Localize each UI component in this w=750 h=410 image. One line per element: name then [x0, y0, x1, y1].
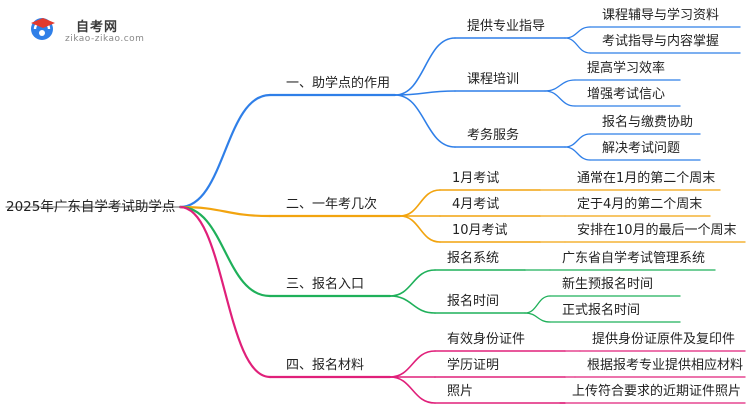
- leaf-line-1-2-2: [544, 90, 576, 107]
- branch-line-4: [178, 205, 272, 379]
- branch-line-3: [178, 205, 272, 298]
- logo: 自考网 zikao-zikao.com: [10, 10, 160, 56]
- sub-line-3-2: [389, 295, 436, 314]
- sub-line-1-1: [394, 37, 456, 96]
- sub-line-3-1: [389, 269, 436, 297]
- leaf-label-2-2-1: 定于4月的第二个周末: [577, 197, 703, 212]
- sub-label-2-1: 1月考试: [452, 171, 500, 186]
- leaf-label-1-1-1: 课程辅导与学习资料: [602, 8, 720, 23]
- sub-line-4-3: [389, 376, 436, 404]
- sub-label-4-1: 有效身份证件: [447, 332, 526, 347]
- sub-label-4-2: 学历证明: [447, 358, 500, 373]
- sub-label-2-2: 4月考试: [452, 197, 500, 212]
- leaf-line-1-1-1: [564, 26, 591, 39]
- sub-label-3-1: 报名系统: [447, 251, 500, 266]
- leaf-label-1-3-1: 报名与缴费协助: [602, 115, 694, 130]
- branch-label-1: 一、助学点的作用: [286, 76, 391, 91]
- leaf-label-3-1-1: 广东省自学考试管理系统: [562, 251, 706, 266]
- leaf-label-1-1-2: 考试指导与内容掌握: [602, 34, 720, 49]
- leaf-line-3-2-2: [524, 312, 551, 323]
- leaf-label-3-2-2: 正式报名时间: [562, 303, 641, 318]
- branch-label-3: 三、报名入口: [286, 277, 365, 292]
- sub-label-1-1: 提供专业指导: [467, 19, 546, 34]
- branch-label-2: 二、一年考几次: [286, 197, 378, 212]
- root-node: 2025年广东自学考试助学点: [6, 199, 176, 215]
- sub-label-3-2: 报名时间: [447, 294, 500, 309]
- leaf-line-3-2-1: [524, 295, 551, 314]
- leaf-label-1-3-2: 解决考试问题: [602, 141, 681, 156]
- leaf-label-4-1-1: 提供身份证原件及复印件: [592, 332, 736, 347]
- sub-line-2-1: [399, 189, 441, 217]
- sub-label-4-3: 照片: [447, 384, 474, 399]
- sub-label-2-3: 10月考试: [452, 223, 508, 238]
- leaf-label-1-2-2: 增强考试信心: [587, 87, 666, 102]
- branch-line-1: [178, 93, 272, 209]
- sub-label-1-3: 考务服务: [467, 128, 520, 143]
- logo-name: 自考网: [76, 20, 119, 35]
- sub-label-1-2: 课程培训: [467, 72, 520, 87]
- branch-label-4: 四、报名材料: [286, 358, 365, 373]
- sub-line-4-1: [389, 350, 436, 378]
- sub-line-2-3: [399, 215, 441, 243]
- leaf-label-4-3-1: 上传符合要求的近期证件照片: [572, 384, 742, 399]
- leaf-label-2-1-1: 通常在1月的第二个周末: [577, 171, 716, 186]
- sub-line-1-2: [394, 90, 456, 96]
- logo-url: zikao-zikao.com: [65, 34, 145, 44]
- leaf-line-1-3-1: [564, 133, 591, 148]
- leaf-label-4-2-1: 根据报考专业提供相应材料: [587, 358, 744, 373]
- logo-graduation-icon: [31, 18, 55, 40]
- leaf-label-1-2-1: 提高学习效率: [587, 61, 666, 76]
- branch-line-2: [178, 205, 272, 218]
- leaf-line-1-1-2: [564, 37, 591, 54]
- leaf-label-3-2-1: 新生预报名时间: [562, 277, 654, 292]
- leaf-line-1-2-1: [544, 79, 576, 92]
- sub-line-1-3: [394, 94, 456, 148]
- leaf-label-2-3-1: 安排在10月的最后一个周末: [577, 223, 737, 238]
- leaf-line-1-3-2: [564, 146, 591, 161]
